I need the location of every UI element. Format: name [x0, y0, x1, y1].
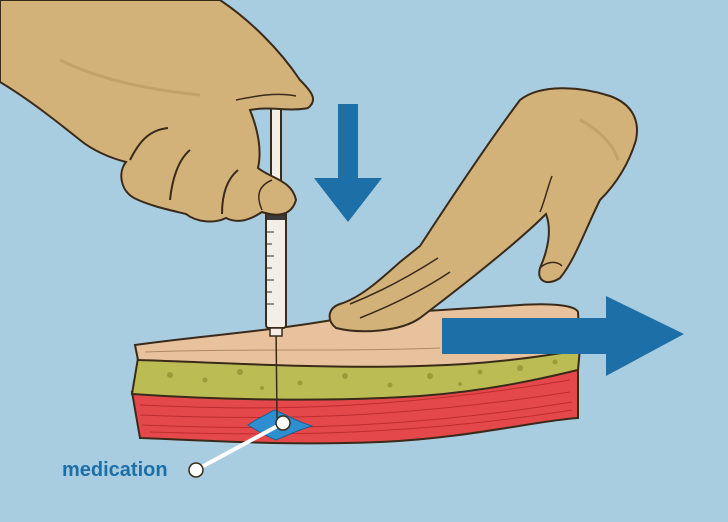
injecting-hand — [0, 0, 315, 223]
stretching-hand — [328, 87, 638, 333]
medication-callout — [188, 415, 291, 478]
arrow-right-icon — [442, 296, 684, 376]
medication-label: medication — [62, 459, 168, 481]
arrow-down-icon — [314, 104, 382, 222]
